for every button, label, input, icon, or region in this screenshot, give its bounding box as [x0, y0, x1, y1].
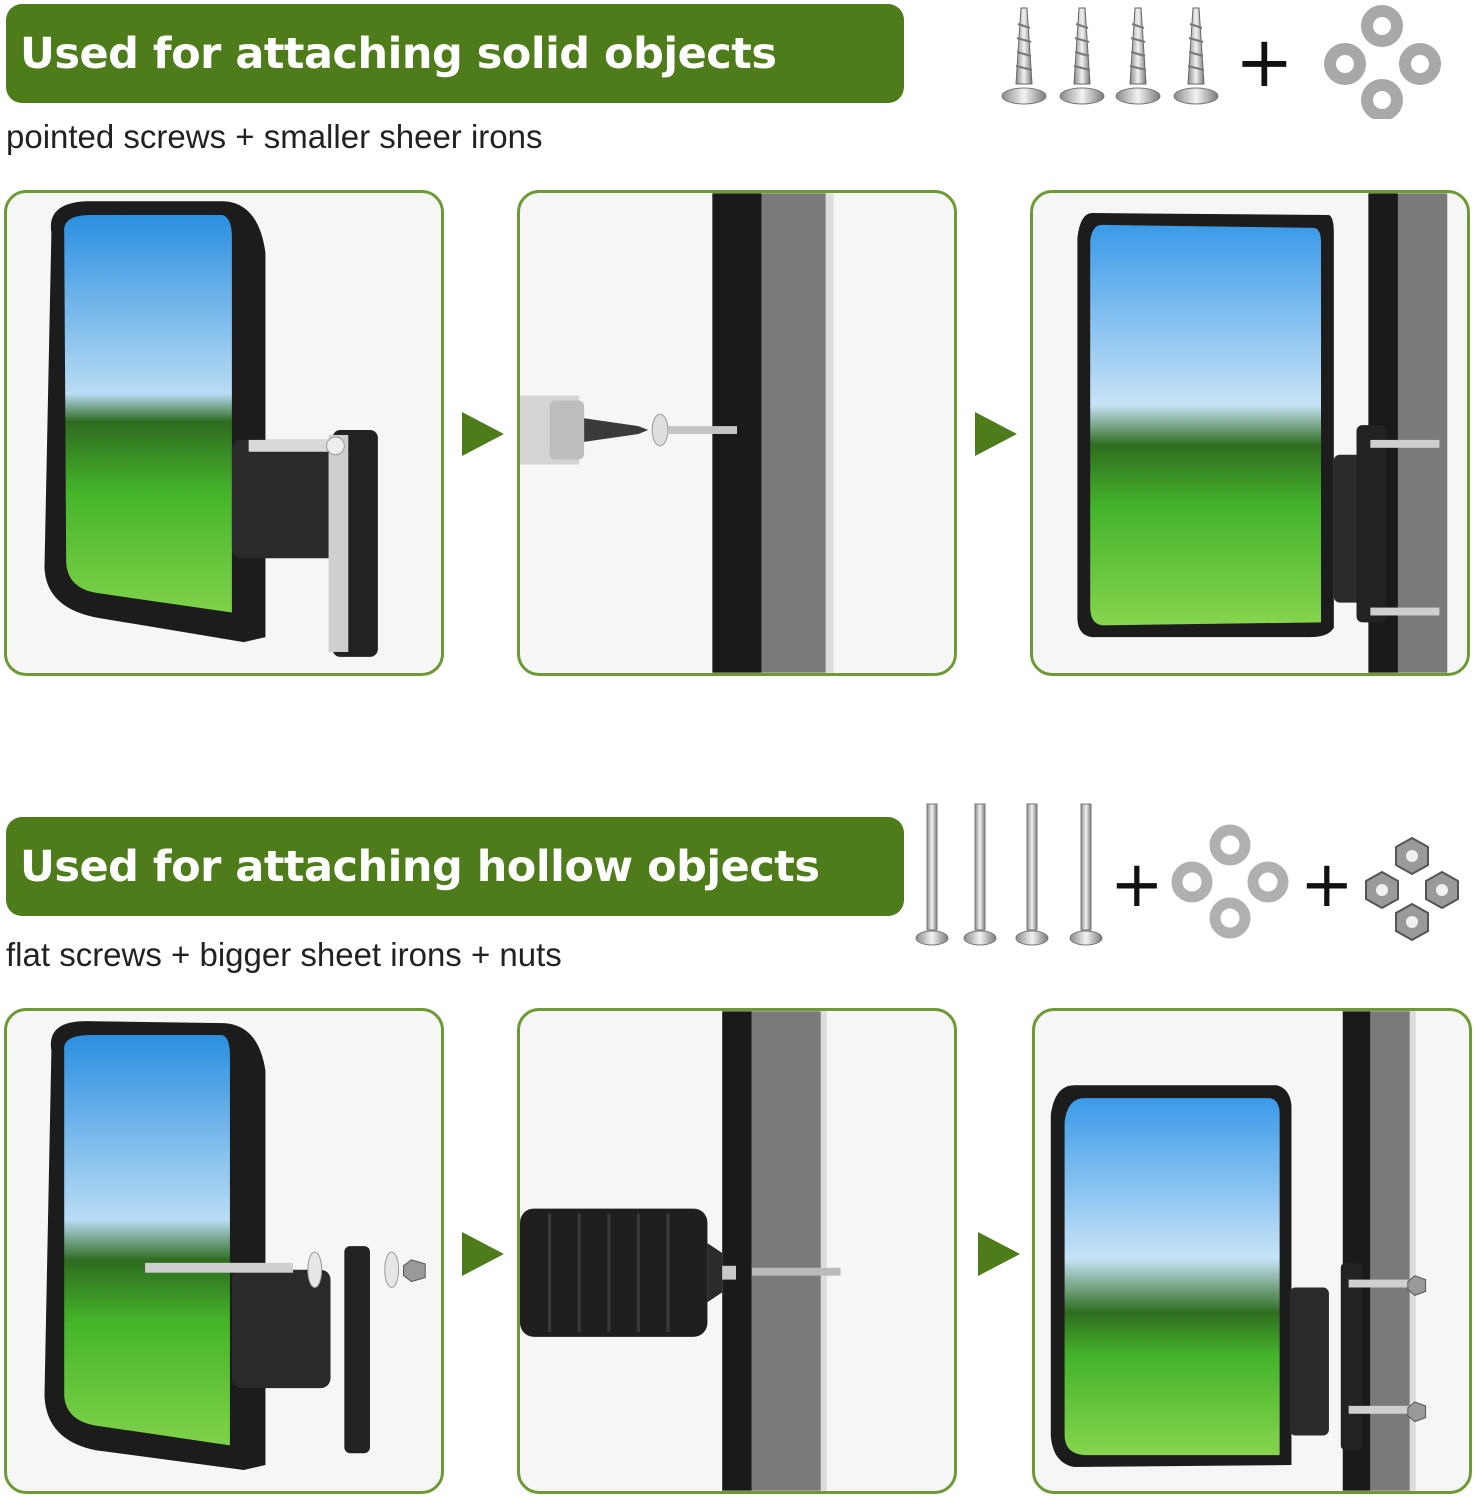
- solid-step-3-panel: [1030, 190, 1470, 676]
- hollow-objects-subtitle: flat screws + bigger sheet irons + nuts: [6, 936, 562, 973]
- solid-step-1-panel: [4, 190, 444, 676]
- hollow-step-1-panel: [4, 1008, 444, 1494]
- step-arrow-icon: [462, 1232, 504, 1276]
- big-washers-icon: [1171, 824, 1289, 939]
- hollow-parts-illustration: + +: [910, 800, 1470, 955]
- plus-sign: +: [1235, 21, 1294, 103]
- hollow-step-3-panel: [1032, 1008, 1472, 1494]
- solid-objects-title: Used for attaching solid objects: [20, 28, 777, 79]
- plus-sign: +: [1110, 848, 1164, 922]
- mirror-mounted-hollow-image: [1050, 1011, 1427, 1491]
- plus-sign: +: [1300, 848, 1354, 922]
- screwdriver-on-solid-wall-image: [520, 193, 834, 673]
- pointed-screws-icon: [1001, 7, 1219, 105]
- hollow-objects-title: Used for attaching hollow objects: [20, 841, 820, 892]
- mirror-mounted-solid-image: [1077, 193, 1448, 673]
- mirror-assembly-bolt-image: [44, 1021, 426, 1470]
- small-washers-icon: [1324, 5, 1441, 119]
- flat-screws-icon: [915, 803, 1103, 946]
- drill-on-hollow-wall-image: [520, 1011, 841, 1491]
- solid-parts-illustration: +: [990, 4, 1460, 119]
- step-arrow-icon: [978, 1232, 1020, 1276]
- solid-objects-subtitle: pointed screws + smaller sheer irons: [6, 118, 543, 155]
- mirror-assembly-image: [44, 201, 378, 657]
- hollow-step-2-panel: [517, 1008, 957, 1494]
- hollow-objects-banner: Used for attaching hollow objects: [6, 817, 904, 916]
- step-arrow-icon: [975, 412, 1017, 456]
- solid-step-2-panel: [517, 190, 957, 676]
- solid-objects-banner: Used for attaching solid objects: [6, 4, 904, 103]
- step-arrow-icon: [462, 412, 504, 456]
